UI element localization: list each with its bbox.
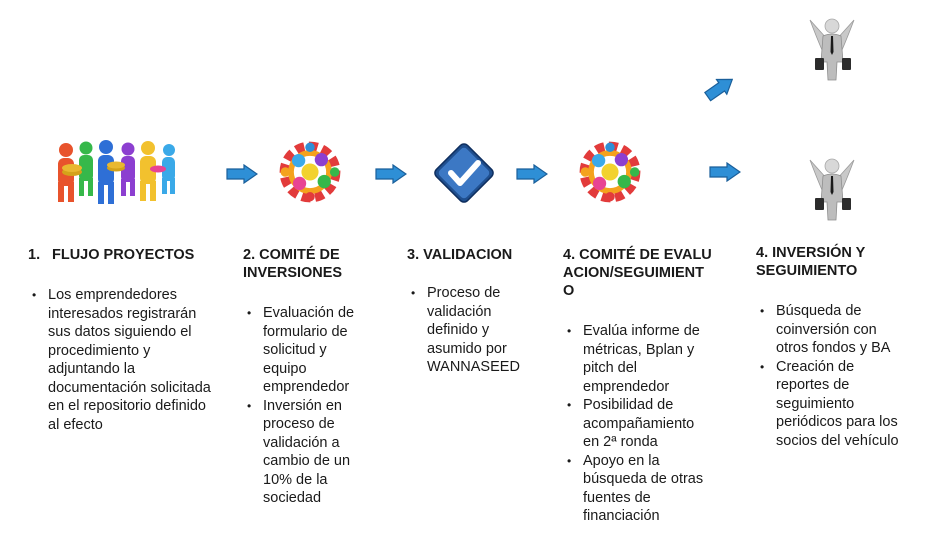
bullet-item: Búsqueda de coinversión con otros fondos… [756,302,906,358]
bullet-item: Los emprendedores interesados registrará… [28,286,212,434]
step-bullets: Los emprendedores interesados registrará… [28,286,212,434]
checkmark-icon [434,143,494,203]
group-of-people-icon [58,140,175,204]
step-title: 1.FLUJO PROYECTOS [28,247,195,263]
step-bullets: Evalúa informe de métricas, Bplan y pitc… [563,322,713,526]
step-bullets: Evaluación de formulario de solicitud y … [243,304,367,508]
arrow-right-icon [709,162,741,182]
step-3: 3. VALIDACION Proceso de validación defi… [407,246,537,377]
arrow-right-icon [226,164,258,184]
angel-investor-icon [802,152,862,222]
step-bullets: Proceso de validación definido y asumido… [407,284,537,377]
arrow-up-right-icon [701,71,739,106]
bullet-item: Inversión en proceso de validación a cam… [243,397,367,508]
step-title: 2. COMITÉ DE INVERSIONES [243,247,343,281]
bullet-item: Creación de reportes de seguimiento peri… [756,358,906,451]
angel-investor-icon [802,12,862,82]
step-title: 4. COMITÉ DE EVALUACION/SEGUIMIENTO [563,247,712,299]
step-1: 1.FLUJO PROYECTOS Los emprendedores inte… [28,246,212,434]
bullet-item: Evaluación de formulario de solicitud y … [243,304,367,397]
step-bullets: Búsqueda de coinversión con otros fondos… [756,302,906,450]
step-4: 4. COMITÉ DE EVALUACION/SEGUIMIENTO Eval… [563,246,713,526]
arrow-right-icon [516,164,548,184]
bullet-item: Evalúa informe de métricas, Bplan y pitc… [563,322,713,396]
bullet-item: Posibilidad de acompañamiento en 2ª rond… [563,396,713,452]
bullet-item: Apoyo en la búsqueda de otras fuentes de… [563,452,713,526]
step-title: 3. VALIDACION [407,247,513,263]
arrow-right-icon [375,164,407,184]
bullet-item: Proceso de validación definido y asumido… [407,284,537,377]
step-2: 2. COMITÉ DE INVERSIONES Evaluación de f… [243,246,367,508]
gears-icon [572,134,648,210]
step-5: 4. INVERSIÓN Y SEGUIMIENTO Búsqueda de c… [756,244,906,450]
gears-icon [272,134,348,210]
step-title: 4. INVERSIÓN Y SEGUIMIENTO [756,245,866,279]
